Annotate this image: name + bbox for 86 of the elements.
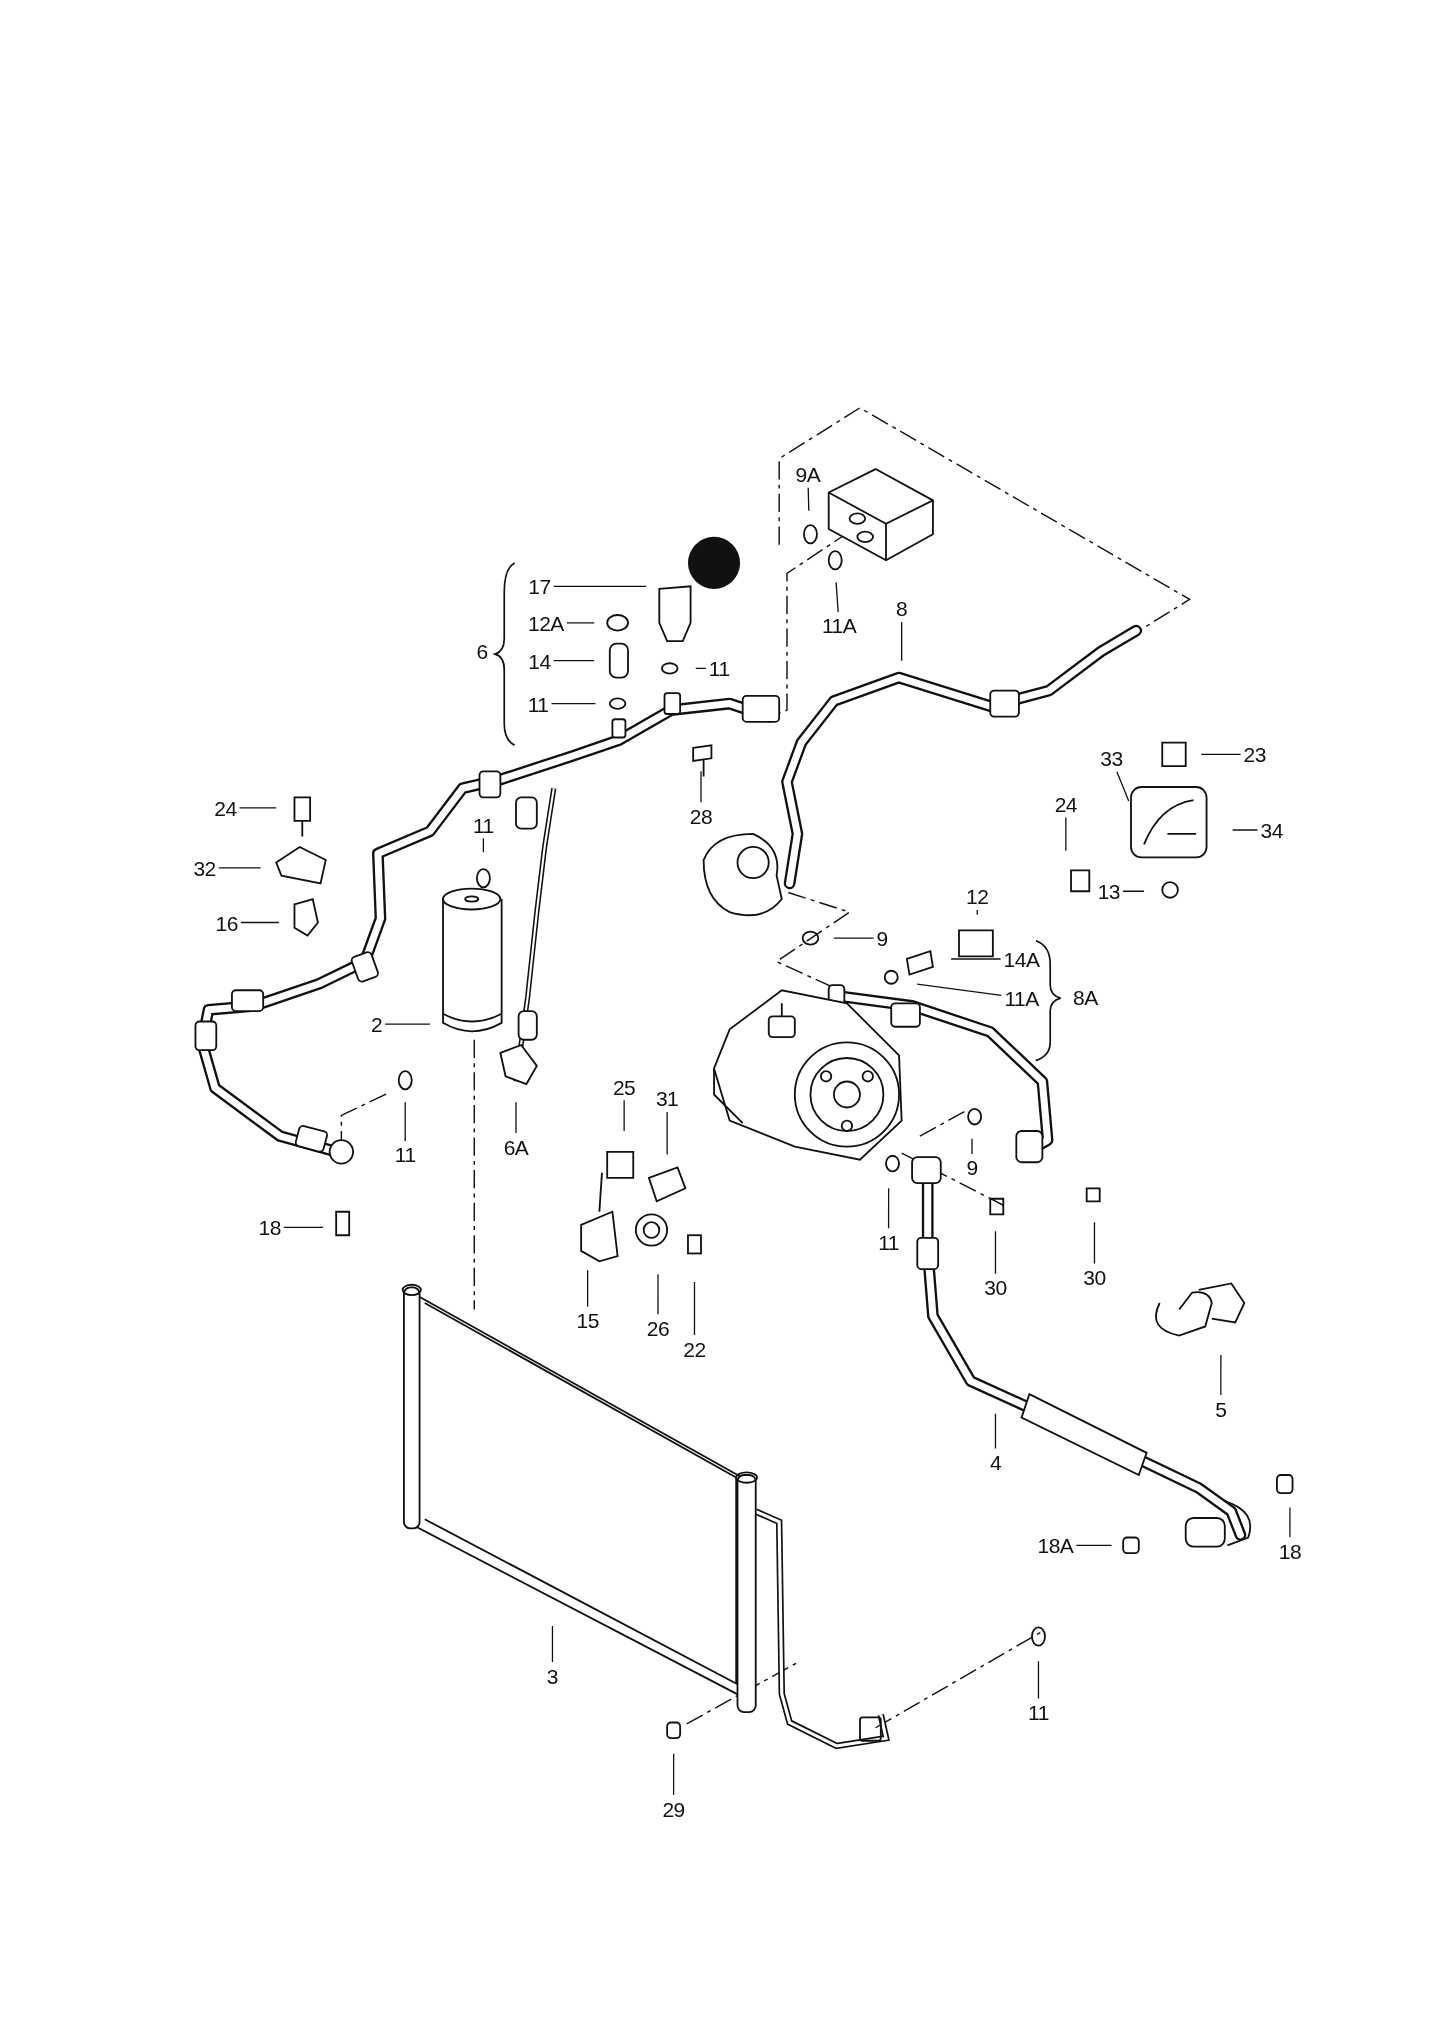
callout-number: 23 <box>1242 742 1267 766</box>
leader-line <box>1093 1221 1096 1265</box>
leader-line <box>916 983 1003 997</box>
callout-number: 11A <box>820 613 858 637</box>
leader-line <box>901 621 903 662</box>
leader-line <box>976 909 978 916</box>
leader-line <box>1122 890 1145 892</box>
callout-number: 24 <box>213 796 238 820</box>
callout-number: 11 <box>393 1142 417 1166</box>
leader-line <box>971 1138 973 1155</box>
leader-line <box>1065 816 1067 852</box>
leader-line <box>566 622 595 624</box>
leader-line <box>482 837 485 853</box>
leader-line <box>673 1753 675 1796</box>
callout-number: 18 <box>1277 1539 1303 1563</box>
callout-number: 8A <box>1072 985 1099 1009</box>
callout-number: 11 <box>472 813 495 837</box>
leader-line <box>1037 1660 1040 1700</box>
callout-number: 12 <box>965 884 990 908</box>
callout-number: 26 <box>645 1316 671 1340</box>
leader-line <box>1116 771 1130 802</box>
callout-number: 16 <box>214 911 239 934</box>
leader-line <box>552 585 647 587</box>
callout-number: 14 <box>527 649 552 673</box>
leader-line <box>888 1187 890 1229</box>
callout-number: 6 <box>475 640 489 663</box>
leader-line <box>1231 829 1259 831</box>
callout-number: 11 <box>877 1230 901 1254</box>
callout-number: 22 <box>682 1337 707 1361</box>
leader-line <box>283 1226 324 1229</box>
callout-number: 11 <box>707 656 731 680</box>
callout-number: 18A <box>1036 1533 1075 1557</box>
leader-line <box>693 1281 696 1336</box>
callout-number: 30 <box>1082 1265 1107 1289</box>
leader-line <box>666 1111 668 1156</box>
leader-line <box>404 1101 406 1142</box>
callout-number: 3 <box>545 1664 560 1688</box>
leader-line <box>994 1230 997 1275</box>
callout-number: 9 <box>965 1155 979 1179</box>
callout-number: 2 <box>369 1012 384 1036</box>
callout-number: 18 <box>257 1215 282 1239</box>
leader-line <box>240 921 280 924</box>
leader-line <box>238 807 277 809</box>
callout-number: 17 <box>527 574 552 598</box>
leader-line <box>515 1101 517 1134</box>
leader-line <box>657 1273 659 1315</box>
callout-number: 30 <box>983 1275 1008 1299</box>
callout-number: 8 <box>895 597 909 620</box>
callout-number: 28 <box>688 804 714 828</box>
callout-number: 14A <box>1002 947 1041 971</box>
leader-line <box>833 937 875 939</box>
callout-number: 11 <box>1027 1700 1050 1724</box>
leader-line <box>587 1269 589 1308</box>
leader-line <box>218 867 262 869</box>
callout-number: 15 <box>575 1308 600 1332</box>
leader-line <box>695 667 707 670</box>
callout-number: 32 <box>192 856 217 880</box>
callout-number: 4 <box>988 1450 1003 1474</box>
leader-line <box>551 1625 554 1663</box>
leader-line <box>835 581 839 613</box>
leader-line <box>550 702 597 705</box>
callout-number: 9 <box>875 926 889 950</box>
leader-line <box>1075 1544 1113 1546</box>
callout-number: 9A <box>794 462 822 486</box>
leader-line <box>700 770 702 803</box>
callout-number: 11A <box>1003 986 1040 1010</box>
leader-line <box>950 958 1002 960</box>
leader-line <box>807 487 810 512</box>
callout-number: 29 <box>661 1797 686 1820</box>
callout-number: 34 <box>1259 818 1284 842</box>
leader-line <box>994 1413 997 1450</box>
callout-number: 33 <box>1099 746 1124 770</box>
callout-number: 6A <box>502 1135 530 1159</box>
leader-line <box>1289 1506 1291 1538</box>
leader-line <box>384 1023 431 1025</box>
callout-number: 13 <box>1096 879 1121 903</box>
callout-number: 31 <box>654 1086 680 1110</box>
leader-line <box>1220 1354 1222 1396</box>
leader-line <box>1200 753 1242 756</box>
leader-line <box>552 659 595 662</box>
callout-number: 11 <box>526 692 550 716</box>
callout-number: 25 <box>611 1075 637 1099</box>
callout-number: 5 <box>1214 1397 1228 1420</box>
leader-line <box>623 1099 625 1132</box>
callout-number: 12A <box>527 611 565 635</box>
callout-number: 24 <box>1053 792 1078 816</box>
